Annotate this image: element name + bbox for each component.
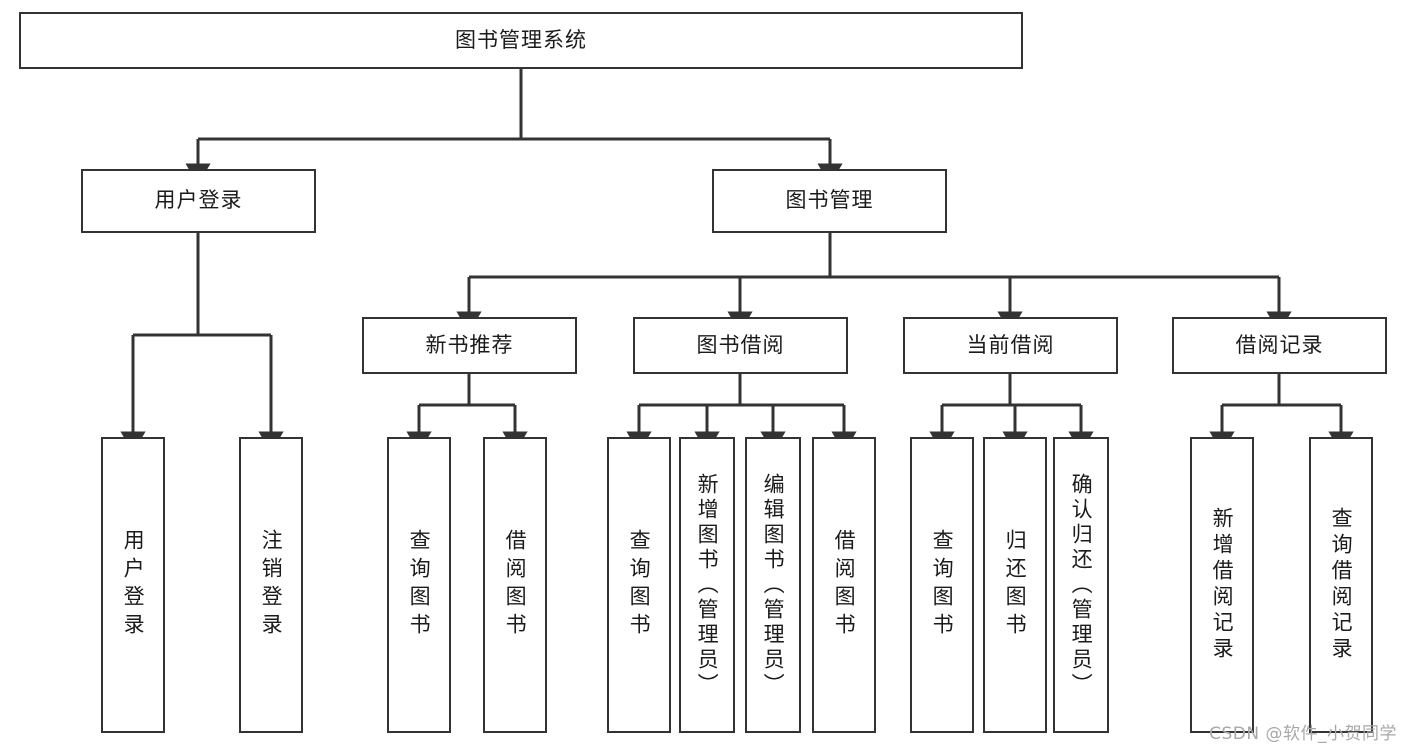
node-book-borrowing-label: 图书借阅: [696, 332, 785, 357]
node-leaf-query-book-3[interactable]: 查询图书: [910, 437, 974, 733]
node-leaf-query-record-label: 查询借阅记录: [1329, 507, 1354, 663]
node-leaf-return-book[interactable]: 归还图书: [983, 437, 1047, 733]
node-borrowing-record-label: 借阅记录: [1235, 332, 1324, 357]
node-leaf-borrow-book-2-label: 借阅图书: [832, 529, 857, 641]
node-leaf-borrow-book-1-label: 借阅图书: [503, 529, 528, 641]
node-leaf-borrow-book-2[interactable]: 借阅图书: [812, 437, 876, 733]
node-leaf-query-book-1-label: 查询图书: [407, 529, 432, 641]
node-new-book-recommendation[interactable]: 新书推荐: [362, 317, 577, 374]
node-leaf-query-book-2[interactable]: 查询图书: [607, 437, 671, 733]
node-leaf-add-record[interactable]: 新增借阅记录: [1190, 437, 1254, 733]
node-leaf-query-record[interactable]: 查询借阅记录: [1309, 437, 1373, 733]
node-leaf-user-login-label: 用户登录: [121, 529, 146, 641]
node-leaf-confirm-return-label: 确认归还（管理员）: [1069, 472, 1094, 698]
node-user-login[interactable]: 用户登录: [81, 169, 316, 233]
node-leaf-query-book-2-label: 查询图书: [627, 529, 652, 641]
node-current-borrowing[interactable]: 当前借阅: [903, 317, 1118, 374]
node-leaf-edit-book[interactable]: 编辑图书（管理员）: [745, 437, 801, 733]
node-leaf-confirm-return[interactable]: 确认归还（管理员）: [1053, 437, 1109, 733]
node-leaf-user-login[interactable]: 用户登录: [101, 437, 165, 733]
node-user-login-label: 用户登录: [154, 188, 243, 213]
node-leaf-add-record-label: 新增借阅记录: [1210, 507, 1235, 663]
node-leaf-add-book-label: 新增图书（管理员）: [695, 472, 720, 698]
node-root[interactable]: 图书管理系统: [19, 12, 1023, 69]
node-current-borrowing-label: 当前借阅: [966, 332, 1055, 357]
node-book-management[interactable]: 图书管理: [712, 169, 947, 233]
node-leaf-logout[interactable]: 注销登录: [239, 437, 303, 733]
node-root-label: 图书管理系统: [455, 27, 587, 52]
node-leaf-return-book-label: 归还图书: [1003, 529, 1028, 641]
csdn-watermark: CSDN @软件_小贺同学: [1209, 724, 1397, 744]
node-leaf-add-book[interactable]: 新增图书（管理员）: [679, 437, 735, 733]
node-leaf-borrow-book-1[interactable]: 借阅图书: [483, 437, 547, 733]
node-leaf-query-book-1[interactable]: 查询图书: [387, 437, 451, 733]
node-leaf-edit-book-label: 编辑图书（管理员）: [761, 472, 786, 698]
node-borrowing-record[interactable]: 借阅记录: [1172, 317, 1387, 374]
node-leaf-logout-label: 注销登录: [259, 529, 284, 641]
node-book-borrowing[interactable]: 图书借阅: [633, 317, 848, 374]
node-new-book-recommendation-label: 新书推荐: [425, 332, 514, 357]
node-book-management-label: 图书管理: [785, 188, 874, 213]
node-leaf-query-book-3-label: 查询图书: [930, 529, 955, 641]
